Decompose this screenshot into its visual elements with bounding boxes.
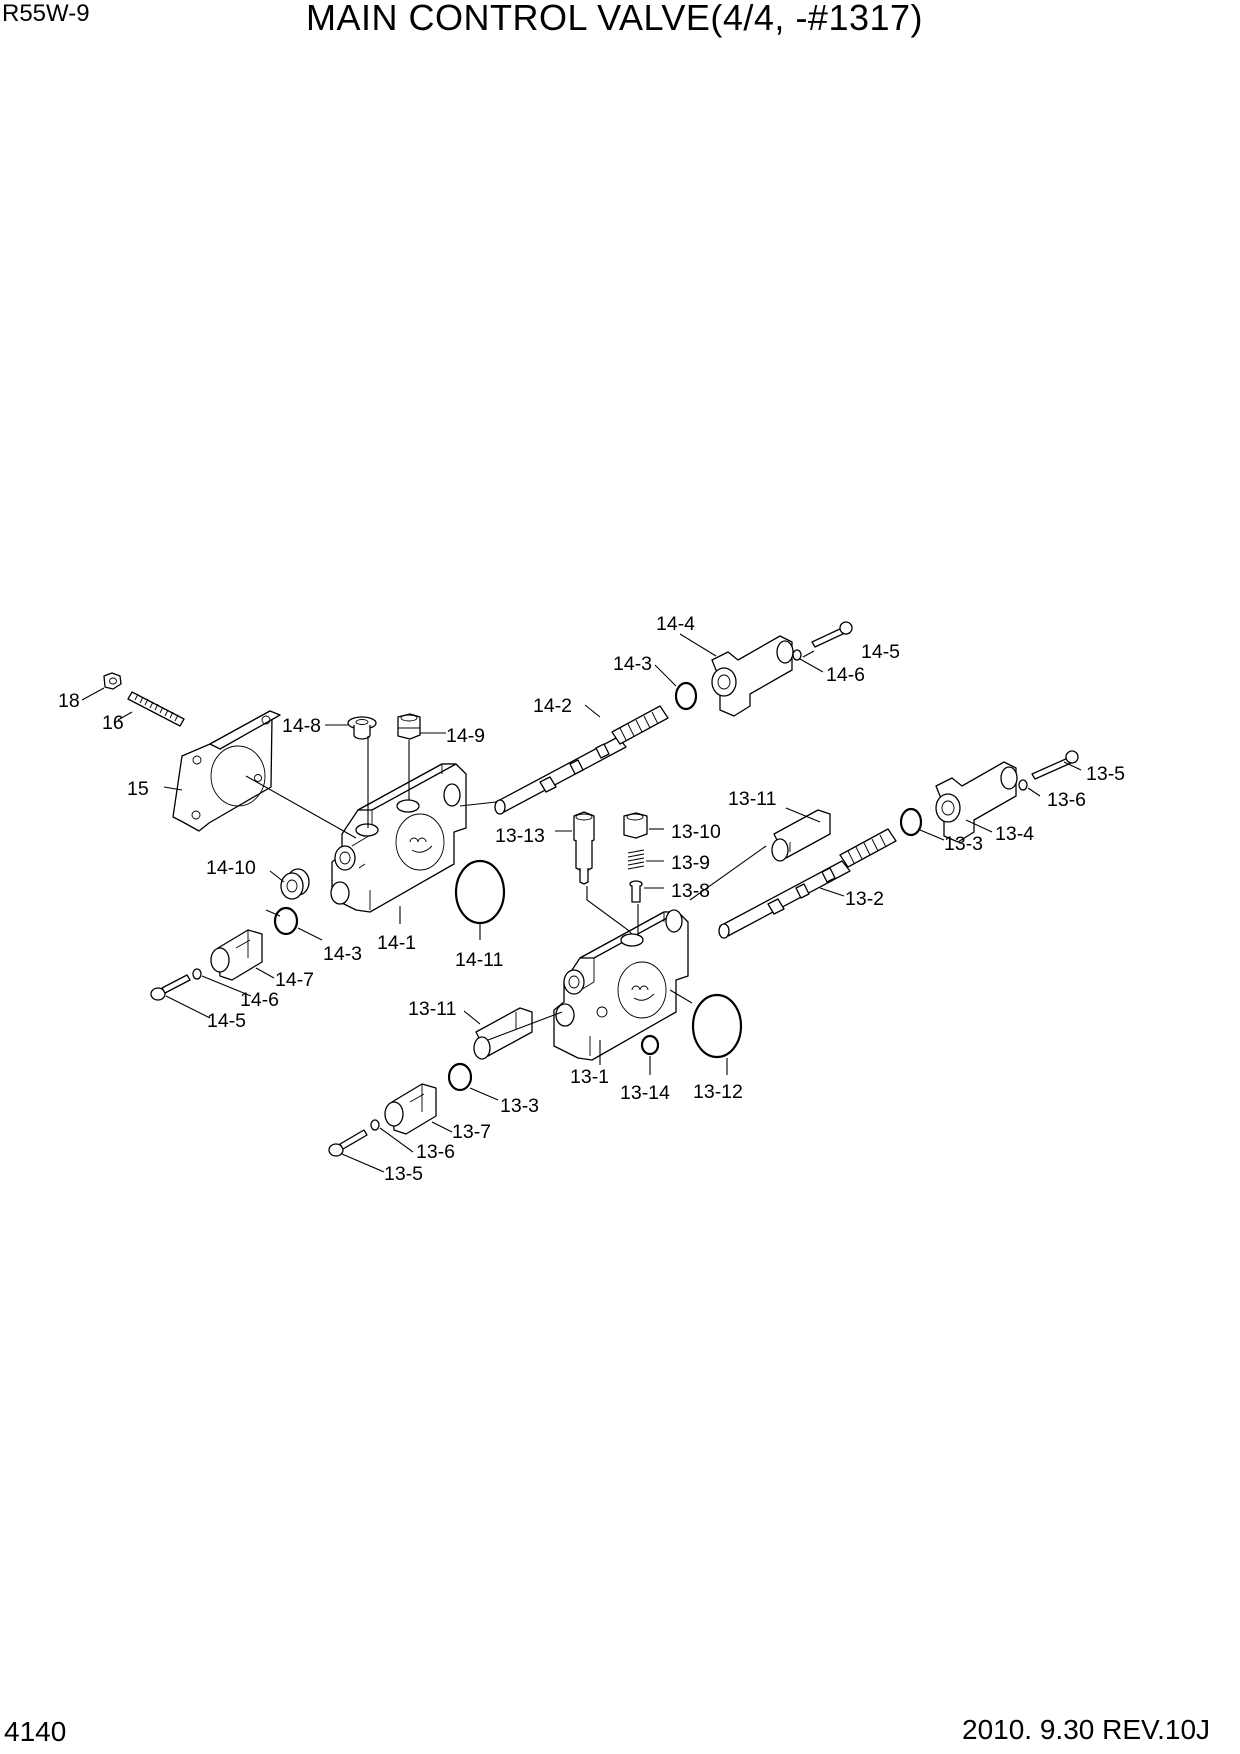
part-14-7-cap: [210, 929, 263, 981]
part-13-14-o-ring: [640, 1034, 660, 1056]
part-14-9-plug: [397, 713, 421, 740]
label-13-6: 13-6: [416, 1141, 455, 1163]
page-title: MAIN CONTROL VALVE(4/4, -#1317): [306, 0, 924, 38]
label-14-9: 14-9: [446, 725, 485, 747]
label-14-1: 14-1: [377, 932, 416, 954]
part-14-10-plug: [280, 868, 310, 900]
part-13-5-bolt: [328, 1129, 368, 1157]
part-14-3-o-ring-top: [674, 681, 698, 711]
part-13-12-o-ring: [691, 993, 743, 1059]
label-13-11: 13-11: [408, 998, 456, 1020]
label-14-2: 14-2: [533, 695, 572, 717]
label-13-4: 13-4: [995, 823, 1034, 845]
part-13-10-plug: [623, 812, 648, 839]
label-14-8: 14-8: [282, 715, 321, 737]
part-13-6-washer-top: [1018, 779, 1028, 791]
part-14-11-o-ring: [454, 859, 506, 925]
part-13-13-relief-valve: [573, 811, 595, 885]
part-13-7-cap: [384, 1083, 437, 1135]
part-labels: 18 16 15 14-8 14-9 14-2 14-3 14-4 14-5 1…: [58, 613, 1125, 1185]
part-13-4-cover: [935, 761, 1018, 843]
part-18-nut: [103, 672, 122, 690]
page-number: 4140: [4, 1716, 67, 1747]
label-14-5-top: 14-5: [861, 641, 900, 663]
label-14-6: 14-6: [240, 989, 279, 1011]
part-14-6-washer-top: [792, 649, 802, 661]
part-13-11-check-valve: [473, 1007, 533, 1060]
part-13-9-spring: [627, 849, 645, 870]
leader-lines: [81, 633, 1082, 1173]
part-14-3-o-ring: [273, 906, 299, 936]
label-16: 16: [102, 712, 124, 734]
part-13-5-bolt-top: [1031, 750, 1079, 780]
part-14-8-plug: [347, 716, 377, 740]
revision-date: 2010. 9.30 REV.10J: [962, 1714, 1211, 1745]
label-13-12: 13-12: [693, 1081, 743, 1103]
part-13-8-poppet: [629, 880, 643, 903]
part-13-3-o-ring: [447, 1062, 473, 1092]
part-15-end-plate: [172, 710, 281, 832]
label-13-3: 13-3: [500, 1095, 539, 1117]
label-14-11: 14-11: [455, 949, 503, 971]
label-13-13: 13-13: [495, 825, 545, 847]
part-16-stud-bolt: [127, 691, 185, 727]
label-13-11-top: 13-11: [728, 788, 776, 810]
part-14-2-spool: [494, 705, 669, 815]
part-13-1-valve-block: [553, 909, 689, 1061]
label-14-3: 14-3: [323, 943, 362, 965]
part-13-6-washer: [370, 1119, 380, 1131]
label-13-1: 13-1: [570, 1066, 609, 1088]
part-14-5-bolt-top: [811, 621, 853, 648]
label-13-5-top: 13-5: [1086, 763, 1125, 785]
label-13-9: 13-9: [671, 852, 710, 874]
model-code: R55W-9: [2, 0, 90, 27]
label-14-3-top: 14-3: [613, 653, 652, 675]
label-13-10: 13-10: [671, 821, 721, 843]
label-14-10: 14-10: [206, 857, 256, 879]
label-13-8: 13-8: [671, 880, 710, 902]
part-13-2-spool: [718, 828, 897, 939]
label-18: 18: [58, 690, 80, 712]
part-14-4-cover: [711, 635, 794, 717]
label-13-5: 13-5: [384, 1163, 423, 1185]
label-13-2: 13-2: [845, 888, 884, 910]
label-15: 15: [127, 778, 149, 800]
label-14-4: 14-4: [656, 613, 695, 635]
part-13-3-o-ring-top: [899, 807, 923, 837]
label-13-6-top: 13-6: [1047, 789, 1086, 811]
label-14-6-top: 14-6: [826, 664, 865, 686]
label-13-3-top: 13-3: [944, 833, 983, 855]
label-13-14: 13-14: [620, 1082, 670, 1104]
part-14-5-bolt: [150, 974, 191, 1001]
label-14-7: 14-7: [275, 969, 314, 991]
label-14-5: 14-5: [207, 1010, 246, 1032]
part-14-6-washer: [192, 968, 202, 980]
label-13-7: 13-7: [452, 1121, 491, 1143]
part-13-11-check-valve-top: [771, 809, 831, 862]
part-14-1-valve-block: [330, 763, 467, 913]
